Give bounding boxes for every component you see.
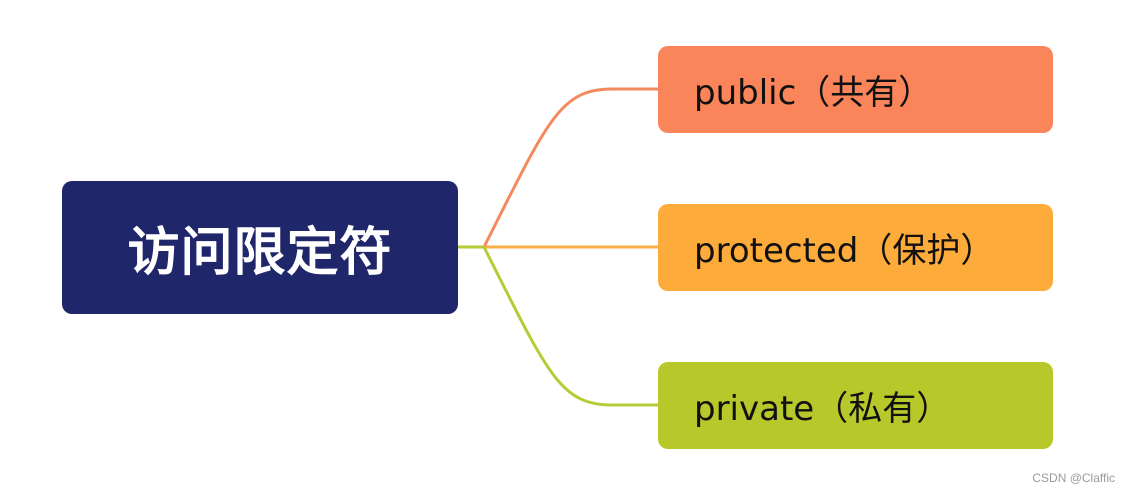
branch-node-private: private（私有） <box>658 362 1053 449</box>
root-label: 访问限定符 <box>127 223 393 283</box>
branch-label-protected: protected（保护） <box>694 231 995 271</box>
branch-label-public: public（共有） <box>694 73 933 113</box>
branch-node-protected: protected（保护） <box>658 204 1053 291</box>
branch-label-private: private（私有） <box>694 389 951 429</box>
connector-line-private <box>482 246 658 407</box>
branch-node-public: public（共有） <box>658 46 1053 133</box>
watermark: CSDN @Claffic <box>1032 471 1115 485</box>
connector-line-public <box>482 87 658 248</box>
root-node: 访问限定符 <box>62 181 458 314</box>
